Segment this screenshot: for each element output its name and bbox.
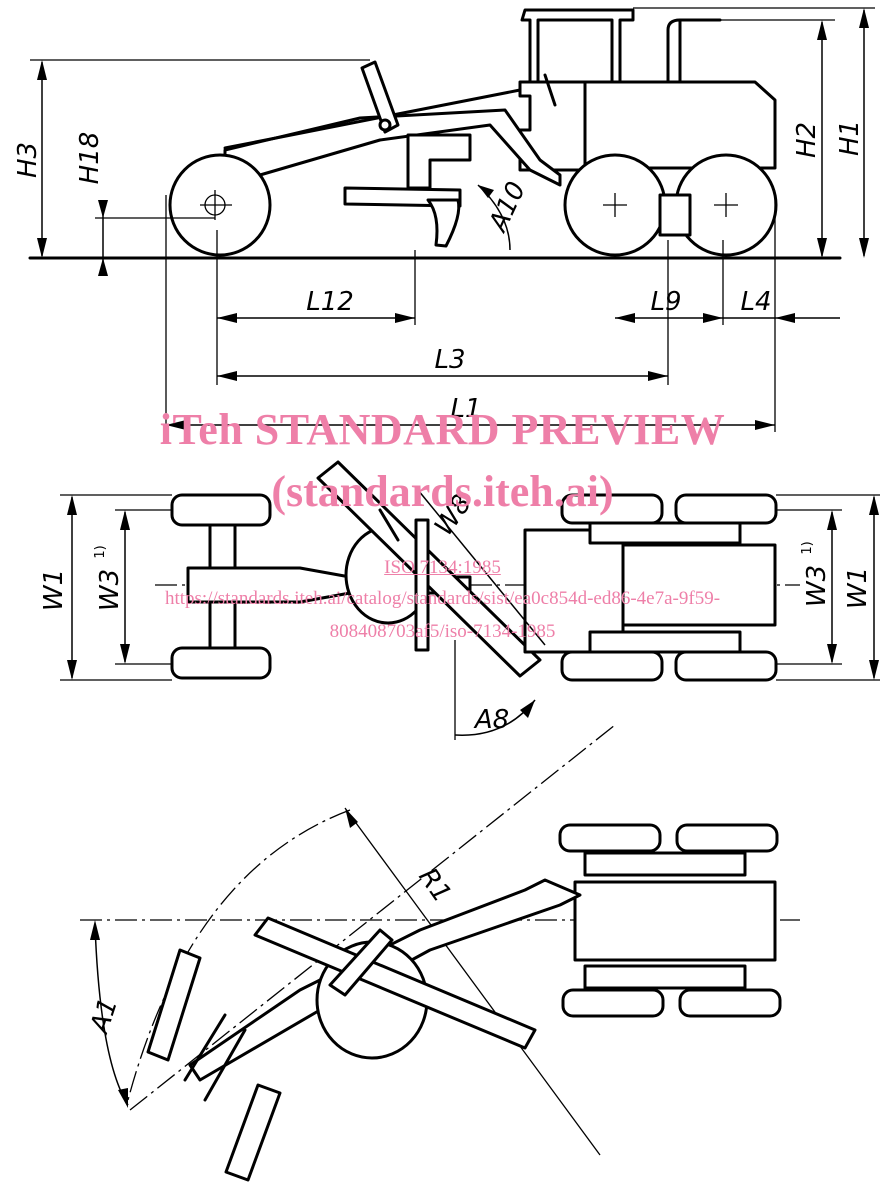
top-view: W1 W3 1) W3 1) W1 W8 A8 <box>39 460 880 740</box>
l1-arrow-left <box>166 420 186 430</box>
l12-arrow-left <box>217 313 237 323</box>
front-wheel-right <box>170 646 272 680</box>
l3-arrow-left <box>217 371 237 381</box>
label-w3-left-note: 1) <box>93 545 108 558</box>
top-arm-bar <box>378 508 400 542</box>
r1-radius-line <box>344 807 601 1156</box>
r1-arrow <box>345 808 358 828</box>
label-w3-left: W3 <box>95 569 125 611</box>
turn-blade <box>253 916 537 1050</box>
watermark-url-line1[interactable]: https://standards.iteh.ai/catalog/standa… <box>164 588 721 609</box>
turn-tandem-top <box>583 851 747 877</box>
h18-arrow-top <box>98 200 108 218</box>
watermark-url-line2[interactable]: 808408703af5/iso-7134-1985 <box>329 621 556 642</box>
w1-right-arrow-bottom <box>869 660 879 680</box>
front-axle-line <box>129 724 616 1111</box>
h3-arrow-top <box>37 60 47 80</box>
a1-arrow-bottom <box>118 1088 128 1108</box>
tandem-bottom <box>588 630 742 654</box>
cab-roof <box>520 8 635 84</box>
w8-dim-line <box>417 489 546 646</box>
frame-top-line <box>223 88 522 150</box>
w1-left-arrow-bottom <box>67 660 77 680</box>
turn-wheel-br <box>678 988 782 1018</box>
w3-left-arrow-bottom <box>120 644 130 664</box>
l1-arrow-right <box>755 420 775 430</box>
label-w1-right: W1 <box>843 567 873 609</box>
l3-arrow-right <box>648 371 668 381</box>
turn-frame <box>188 878 582 1082</box>
turn-wheel-bl <box>561 988 665 1018</box>
watermark-subtitle[interactable]: (standards.iteh.ai) <box>271 467 614 516</box>
turn-front-axle-b <box>203 1028 247 1102</box>
turn-tandem-bottom <box>583 964 747 990</box>
label-l4: L4 <box>740 287 771 317</box>
a1-arrow-top <box>90 920 100 940</box>
label-w3-right: W3 <box>802 565 832 607</box>
watermark-standard-link[interactable]: ISO 7134:1985 <box>384 557 501 578</box>
w3-left-arrow-top <box>120 510 130 530</box>
h18-arrow-bottom <box>98 258 108 276</box>
label-l12: L12 <box>306 287 354 317</box>
label-h2: H2 <box>792 122 822 158</box>
label-l3: L3 <box>434 345 465 375</box>
label-h18: H18 <box>75 132 105 185</box>
h3-arrow-bottom <box>37 238 47 258</box>
exhaust-pipe <box>666 18 722 84</box>
turn-wheel-tl <box>558 823 662 853</box>
l12-arrow-right <box>395 313 415 323</box>
turn-wheel-tr <box>675 823 779 853</box>
watermark-title: iTeh STANDARD PREVIEW <box>159 405 726 454</box>
cylinder-pivot <box>378 118 392 132</box>
l4-arrow <box>775 313 795 323</box>
label-h3: H3 <box>13 142 43 178</box>
a8-arrow <box>520 700 535 718</box>
label-a1: A1 <box>84 995 124 1039</box>
tandem-box <box>658 193 692 237</box>
w1-left-arrow-top <box>67 495 77 515</box>
w3-right-arrow-bottom <box>827 644 837 664</box>
w3-right-arrow-top <box>827 510 837 530</box>
l9-arrow-right <box>703 313 723 323</box>
steering-column <box>543 73 557 107</box>
turn-front-axle-a <box>183 1013 227 1082</box>
turning-arc <box>127 809 351 1101</box>
side-view: H3 H18 A10 H2 H1 L12 <box>13 7 875 432</box>
label-r1: R1 <box>412 863 456 909</box>
label-h1: H1 <box>835 120 865 156</box>
engine-hood <box>583 80 777 170</box>
turn-drawbar <box>328 928 394 997</box>
top-draft-arm <box>414 518 430 652</box>
h2-arrow-bottom <box>817 238 827 258</box>
h1-arrow-bottom <box>859 238 869 258</box>
w1-right-arrow-top <box>869 495 879 515</box>
a10-arrow <box>478 185 494 198</box>
blade <box>426 198 461 248</box>
rear-wheel-br <box>674 650 778 682</box>
label-w1-left: W1 <box>39 569 69 611</box>
turn-front-wheel-right <box>224 1083 282 1182</box>
turn-body <box>573 880 777 962</box>
turning-view: R1 A1 <box>80 724 800 1182</box>
rear-wheel-bl <box>560 650 664 682</box>
lift-cylinder <box>360 60 400 134</box>
h1-arrow-top <box>859 8 869 28</box>
tandem-top <box>588 521 742 545</box>
label-l9: L9 <box>650 287 681 317</box>
circle-housing <box>406 133 472 190</box>
label-l1: L1 <box>450 394 481 424</box>
l9-arrow-left <box>615 313 635 323</box>
top-engine <box>621 543 777 627</box>
turn-front-wheel-left <box>146 948 202 1062</box>
h2-arrow-top <box>817 20 827 40</box>
label-a10: A10 <box>483 177 533 238</box>
label-w3-right-note: 1) <box>800 541 815 554</box>
label-a8: A8 <box>473 705 509 735</box>
